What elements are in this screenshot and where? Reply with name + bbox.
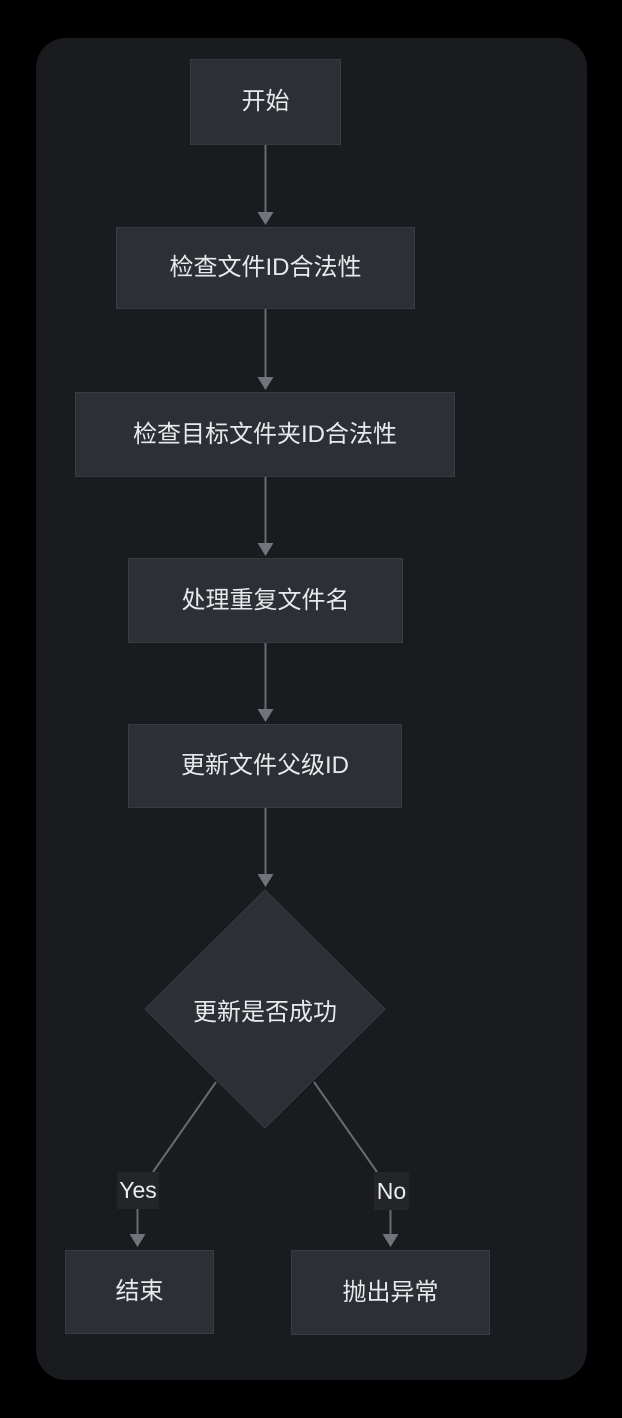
edge-decision-to-no-label xyxy=(313,1081,378,1173)
flow-node-decision-label: 更新是否成功 xyxy=(193,998,337,1026)
flow-node-check-file-id: 检查文件ID合法性 xyxy=(116,227,415,309)
flow-node-end: 结束 xyxy=(65,1250,214,1334)
flow-node-throw-exception: 抛出异常 xyxy=(291,1250,490,1335)
edge-label-no: No xyxy=(374,1172,409,1210)
flow-node-update-file-parent-id: 更新文件父级ID xyxy=(128,724,402,808)
decision-diamond-shape xyxy=(144,889,386,1129)
edge-decision-to-yes-label xyxy=(152,1081,217,1173)
flow-node-check-target-folder-id: 检查目标文件夹ID合法性 xyxy=(75,392,455,477)
flow-node-start: 开始 xyxy=(190,59,341,145)
flow-node-handle-duplicate-filename: 处理重复文件名 xyxy=(128,558,403,643)
edge-label-yes: Yes xyxy=(117,1172,159,1209)
